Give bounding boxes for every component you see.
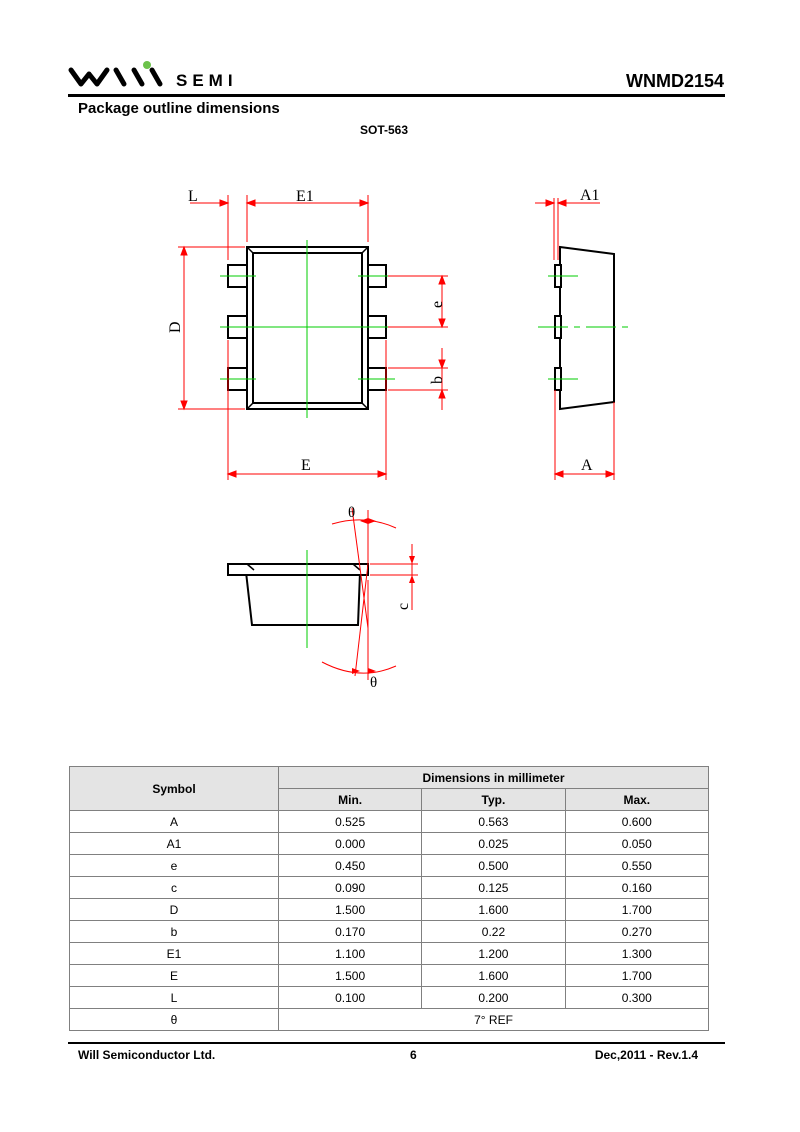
dim-label-E: E — [301, 457, 311, 474]
cell-typ: 0.200 — [421, 986, 566, 1009]
cell-max: 1.700 — [564, 898, 710, 921]
cell-min: 0.100 — [277, 986, 423, 1009]
cell-typ: 1.600 — [421, 964, 566, 987]
package-outline-drawing: L E1 D e b E — [167, 187, 630, 691]
side-view-dimensions — [535, 198, 616, 480]
cell-typ: 0.563 — [421, 810, 566, 833]
cell-min: 1.100 — [277, 942, 423, 965]
cell-symbol: E1 — [69, 942, 279, 965]
cell-typ: 0.500 — [421, 854, 566, 877]
cell-max: 0.300 — [564, 986, 710, 1009]
table-row: e 0.450 0.500 0.550 — [69, 854, 710, 877]
cell-typ: 1.600 — [421, 898, 566, 921]
cell-typ: 0.22 — [421, 920, 566, 943]
dim-label-theta-top: θ — [348, 505, 355, 521]
cell-min: 0.450 — [277, 854, 423, 877]
cell-typ: 1.200 — [421, 942, 566, 965]
top-view-centerlines — [220, 240, 395, 418]
table-subheader-row: Min. Typ. Max. — [70, 788, 710, 811]
table-row: b 0.170 0.22 0.270 — [69, 920, 710, 943]
table-row: c 0.090 0.125 0.160 — [69, 876, 710, 899]
cell-max: 0.160 — [564, 876, 710, 899]
max-header: Max. — [564, 788, 710, 811]
front-view-body — [244, 571, 362, 626]
cell-typ: 0.025 — [421, 832, 566, 855]
table-row: E 1.500 1.600 1.700 — [69, 964, 710, 987]
footer-company: Will Semiconductor Ltd. — [78, 1048, 216, 1062]
min-header: Min. — [277, 788, 423, 811]
cell-symbol: c — [69, 876, 279, 899]
symbol-header: Symbol — [69, 766, 279, 811]
cell-symbol: D — [69, 898, 279, 921]
table-header-row: Symbol Dimensions in millimeter — [69, 766, 709, 811]
table-row: A 0.525 0.563 0.600 — [69, 810, 710, 833]
document-title: WNMD2154 — [625, 71, 724, 91]
table-row: L 0.100 0.200 0.300 — [69, 986, 710, 1009]
dimensions-table: Symbol Dimensions in millimeter Min. Typ… — [69, 766, 710, 1031]
logo-text: SEMI — [176, 71, 238, 90]
cell-min: 0.525 — [277, 810, 423, 833]
dim-label-theta-bottom: θ — [370, 675, 377, 691]
cell-min: 1.500 — [277, 964, 423, 987]
table-row: A1 0.000 0.025 0.050 — [69, 832, 710, 855]
table-row: D 1.500 1.600 1.700 — [69, 898, 710, 921]
cell-max: 1.700 — [564, 964, 710, 987]
dim-label-L: L — [188, 188, 198, 205]
dim-label-A1: A1 — [580, 187, 600, 204]
section-title: Package outline dimensions — [78, 100, 280, 117]
cell-symbol: A — [69, 810, 279, 833]
top-view-dimensions — [178, 195, 448, 480]
cell-max: 0.050 — [564, 832, 710, 855]
front-view-arrows — [352, 518, 415, 674]
dim-label-D: D — [167, 321, 184, 333]
dim-label-E1: E1 — [296, 188, 314, 205]
footer-revision: Dec,2011 - Rev.1.4 — [594, 1048, 698, 1062]
footer-rule — [68, 1042, 725, 1044]
header-rule — [68, 94, 725, 97]
table-row-theta: θ 7° REF — [69, 1008, 709, 1031]
cell-symbol: E — [69, 964, 279, 987]
cell-min: 1.500 — [277, 898, 423, 921]
footer-page-number: 6 — [410, 1048, 417, 1062]
typ-header: Typ. — [421, 788, 566, 811]
side-view-body — [559, 245, 615, 411]
top-view: L E1 D e b E — [167, 188, 448, 480]
will-semi-logo: SEMI — [68, 61, 238, 90]
cell-symbol-theta: θ — [69, 1008, 279, 1031]
cell-min: 0.090 — [277, 876, 423, 899]
cell-min: 0.170 — [277, 920, 423, 943]
logo-mark — [68, 61, 163, 87]
cell-typ: 0.125 — [421, 876, 566, 899]
cell-max: 0.550 — [564, 854, 710, 877]
cell-max: 0.270 — [564, 920, 710, 943]
front-view-leadframe — [227, 563, 369, 576]
dim-label-e: e — [429, 301, 446, 308]
cell-symbol: L — [69, 986, 279, 1009]
cell-symbol: b — [69, 920, 279, 943]
dimensions-group-header: Dimensions in millimeter — [278, 766, 709, 789]
side-view-centerlines — [538, 275, 630, 380]
cell-symbol: e — [69, 854, 279, 877]
package-name: SOT-563 — [360, 123, 409, 137]
dim-label-c: c — [395, 603, 412, 610]
front-view: θ θ c — [227, 505, 418, 691]
table-row: E1 1.100 1.200 1.300 — [69, 942, 710, 965]
cell-symbol: A1 — [69, 832, 279, 855]
cell-min: 0.000 — [277, 832, 423, 855]
dim-label-A: A — [581, 457, 593, 474]
side-view: A1 A — [535, 187, 630, 480]
cell-theta-value: 7° REF — [278, 1008, 709, 1031]
cell-max: 1.300 — [564, 942, 710, 965]
dim-label-b: b — [429, 376, 446, 384]
cell-max: 0.600 — [564, 810, 710, 833]
